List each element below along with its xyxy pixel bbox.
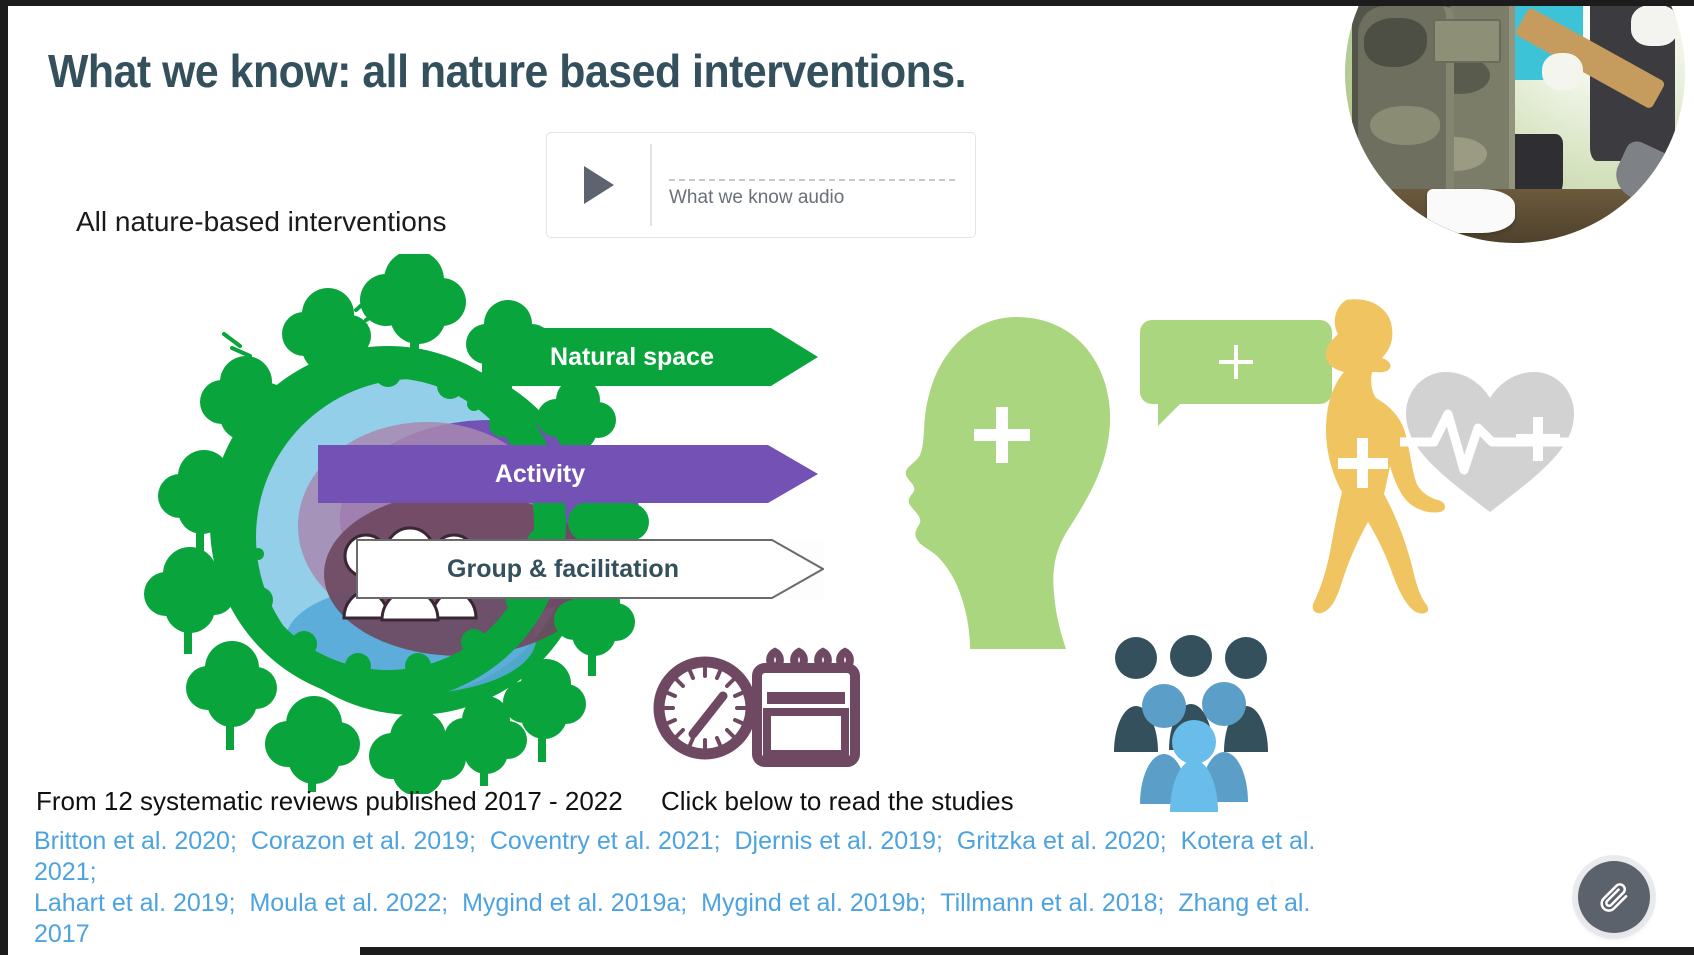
speech-bubble-icon <box>1140 320 1332 426</box>
citation-link[interactable]: Lahart et al. 2019; <box>34 889 236 917</box>
play-button[interactable] <box>547 133 650 237</box>
calendar-icon <box>752 647 860 767</box>
paperclip-icon <box>1600 883 1628 912</box>
citation-gap <box>943 827 957 855</box>
audio-track-title: What we know audio <box>669 187 845 208</box>
source-line: From 12 systematic reviews published 201… <box>36 786 623 816</box>
citation-gap <box>926 889 940 917</box>
citation-link[interactable]: Corazon et al. 2019; <box>250 827 476 855</box>
citation-link[interactable]: Mygind et al. 2019b; <box>701 889 927 917</box>
citation-gap <box>97 858 111 886</box>
clock-calendar-icon <box>653 647 860 767</box>
arrow-group-facilitation-label: Group & facilitation <box>447 554 679 583</box>
citation-link[interactable]: Moula et al. 2022; <box>249 889 449 917</box>
arrow-natural-space-label: Natural space <box>550 342 714 371</box>
citation-gap <box>687 889 701 917</box>
citations-block: Britton et al. 2020; Corazon et al. 2019… <box>34 826 1374 950</box>
citations-line-2: Lahart et al. 2019; Moula et al. 2022; M… <box>34 888 1374 950</box>
citation-gap <box>476 827 490 855</box>
citations-line-1: Britton et al. 2020; Corazon et al. 2019… <box>34 826 1374 888</box>
citation-link[interactable]: Coventry et al. 2021; <box>489 827 721 855</box>
arrow-group-shape <box>356 539 824 599</box>
bottom-strip <box>360 947 1694 955</box>
citation-gap <box>236 889 250 917</box>
arrow-activity[interactable]: Activity <box>318 445 818 503</box>
people-group-icon <box>1114 635 1268 812</box>
head-silhouette-icon <box>905 317 1111 649</box>
click-instruction: Click below to read the studies <box>661 786 1014 816</box>
citation-link[interactable]: Mygind et al. 2019a; <box>462 889 688 917</box>
clock-icon <box>653 656 757 760</box>
audio-player[interactable]: What we know audio <box>546 132 976 238</box>
citation-gap <box>448 889 462 917</box>
citation-link[interactable]: Britton et al. 2020; <box>34 827 237 855</box>
audio-track[interactable]: What we know audio <box>652 133 975 237</box>
citation-gap <box>1167 827 1181 855</box>
citation-link[interactable]: Djernis et al. 2019; <box>734 827 943 855</box>
citation-gap <box>721 827 735 855</box>
citation-link[interactable]: Tillmann et al. 2018; <box>940 889 1165 917</box>
intervention-label: All nature-based interventions <box>76 206 447 237</box>
citation-gap <box>1164 889 1178 917</box>
citation-gap <box>237 827 251 855</box>
attachment-button[interactable] <box>1578 861 1650 933</box>
walking-person-icon <box>1312 299 1446 614</box>
citation-link[interactable]: Gritzka et al. 2020; <box>956 827 1167 855</box>
citation-link[interactable]: Zhang et al. 2017 <box>34 889 1311 948</box>
play-triangle-icon <box>583 166 614 204</box>
arrow-group-facilitation[interactable]: Group & facilitation <box>356 539 824 599</box>
citation-link[interactable]: Kotera et al. 2021; <box>34 827 1316 886</box>
citation-gap <box>90 920 104 948</box>
slide-canvas: What we know: all nature based intervent… <box>8 6 1694 955</box>
arrow-activity-label: Activity <box>494 459 586 488</box>
heart-ecg-icon <box>1400 372 1580 512</box>
arrow-natural-space[interactable]: Natural space <box>482 328 818 386</box>
audio-progress-track[interactable] <box>669 179 955 181</box>
page-title: What we know: all nature based intervent… <box>48 45 967 97</box>
arrow-group-outline <box>356 539 824 599</box>
audio-divider <box>650 144 652 226</box>
hero-photo <box>1345 6 1685 243</box>
